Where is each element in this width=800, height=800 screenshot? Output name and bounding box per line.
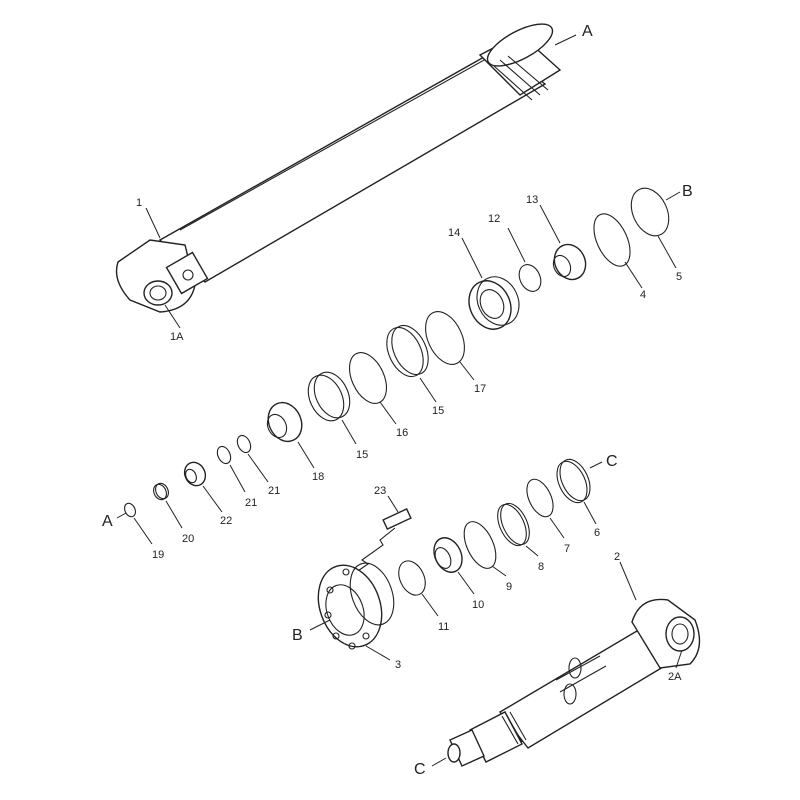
ref-C-right: C bbox=[606, 453, 618, 470]
ring-21b bbox=[236, 434, 252, 454]
cylinder-head-3 bbox=[317, 562, 395, 650]
bolt-23 bbox=[351, 508, 412, 576]
ref-A-left: A bbox=[102, 513, 113, 530]
label-15b: 15 bbox=[432, 405, 444, 417]
ref-B-top: B bbox=[682, 183, 693, 200]
piston-14 bbox=[468, 276, 520, 330]
ring-7 bbox=[526, 478, 554, 518]
label-21a: 21 bbox=[245, 497, 257, 509]
bushing-10 bbox=[433, 537, 463, 573]
label-15a: 15 bbox=[356, 449, 368, 461]
label-8: 8 bbox=[538, 561, 544, 573]
ring-20 bbox=[153, 482, 169, 501]
ring-6 bbox=[556, 458, 591, 504]
label-4: 4 bbox=[640, 289, 646, 301]
label-1: 1 bbox=[136, 197, 142, 209]
label-10: 10 bbox=[472, 599, 484, 611]
piston-rod-2 bbox=[447, 598, 701, 767]
label-23: 23 bbox=[374, 485, 386, 497]
ring-11 bbox=[398, 560, 426, 596]
label-13: 13 bbox=[526, 194, 538, 206]
bushing-13 bbox=[552, 243, 587, 281]
ring-21a bbox=[216, 445, 232, 465]
label-2A: 2A bbox=[668, 671, 682, 683]
ref-A-top: A bbox=[582, 23, 593, 40]
ring-19 bbox=[124, 502, 136, 518]
label-18: 18 bbox=[312, 471, 324, 483]
label-19: 19 bbox=[152, 549, 164, 561]
nut-18 bbox=[266, 401, 303, 443]
label-6: 6 bbox=[594, 527, 600, 539]
ring-15a bbox=[307, 371, 351, 422]
label-2: 2 bbox=[614, 551, 620, 563]
bushing-22 bbox=[183, 461, 207, 487]
label-3: 3 bbox=[395, 659, 401, 671]
label-1A: 1A bbox=[170, 331, 184, 343]
ring-15b bbox=[386, 324, 429, 378]
label-16: 16 bbox=[396, 427, 408, 439]
label-7: 7 bbox=[564, 543, 570, 555]
ring-17 bbox=[425, 311, 465, 365]
ring-4 bbox=[593, 213, 631, 267]
ring-12 bbox=[518, 264, 542, 292]
ring-9 bbox=[463, 521, 497, 569]
label-5: 5 bbox=[676, 271, 682, 283]
label-12: 12 bbox=[488, 213, 500, 225]
label-17: 17 bbox=[474, 383, 486, 395]
label-9: 9 bbox=[506, 581, 512, 593]
ring-5 bbox=[630, 187, 670, 237]
label-14: 14 bbox=[448, 227, 460, 239]
ref-C-bottom: C bbox=[414, 761, 426, 778]
ref-B-left: B bbox=[292, 627, 303, 644]
label-21b: 21 bbox=[268, 485, 280, 497]
ring-8 bbox=[497, 502, 530, 547]
label-22: 22 bbox=[220, 515, 232, 527]
label-20: 20 bbox=[182, 533, 194, 545]
label-11: 11 bbox=[438, 621, 449, 633]
cylinder-tube bbox=[115, 23, 562, 313]
ring-16 bbox=[348, 352, 388, 404]
